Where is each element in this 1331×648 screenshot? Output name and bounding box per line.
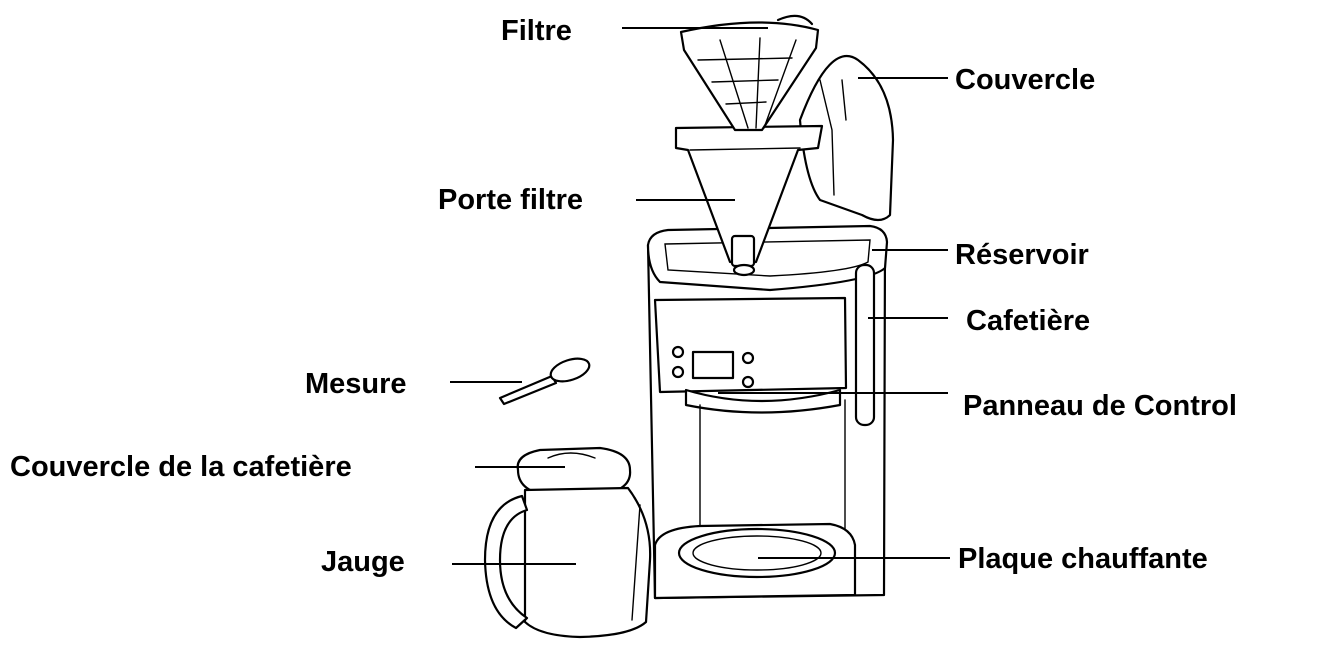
filter-mesh — [697, 57, 793, 61]
label-porte-filtre: Porte filtre — [438, 184, 583, 216]
filter-holder-valve — [732, 263, 756, 277]
lid-illustration — [798, 54, 895, 222]
leader-lines — [450, 27, 950, 565]
label-cafetiere: Cafetière — [966, 305, 1090, 337]
carafe-illustration — [483, 446, 652, 639]
filter-mesh — [725, 101, 767, 105]
filter-illustration — [679, 14, 820, 132]
lid-hinge — [819, 79, 835, 196]
filter-mesh — [719, 39, 749, 129]
label-couvercle: Couvercle — [955, 64, 1095, 96]
filter-holder-cone — [674, 124, 824, 264]
water-window — [854, 263, 876, 427]
label-filtre: Filtre — [501, 15, 572, 47]
warming-plate — [677, 527, 837, 579]
control-button — [671, 345, 685, 359]
label-mesure: Mesure — [305, 368, 407, 400]
carafe-handle — [483, 494, 529, 630]
control-button — [671, 365, 685, 379]
label-plaque: Plaque chauffante — [958, 543, 1208, 575]
carafe-gauge — [631, 504, 641, 621]
carafe-lid-detail — [547, 452, 596, 459]
filter-holder-rim — [689, 147, 801, 151]
spoon-handle — [498, 374, 558, 406]
label-panneau: Panneau de Control — [963, 390, 1237, 422]
coffee-machine-illustration — [646, 224, 889, 600]
reservoir-opening — [664, 239, 871, 277]
label-jauge: Jauge — [321, 546, 405, 578]
control-button — [741, 351, 755, 365]
filter-handle — [776, 14, 814, 26]
measuring-spoon-illustration — [498, 357, 591, 406]
filter-mesh — [755, 37, 761, 129]
filter-basket — [679, 21, 820, 132]
part-labels: Filtre Couvercle Porte filtre Réservoir … — [10, 15, 1237, 578]
warming-plate-ring — [692, 535, 822, 571]
lid-detail — [841, 79, 847, 121]
reservoir-rim — [646, 224, 889, 292]
control-display — [691, 350, 735, 380]
spoon-bowl — [549, 357, 591, 383]
control-button — [741, 375, 755, 389]
lid-shape — [798, 54, 895, 222]
label-couvercle-cafetiere: Couvercle de la cafetière — [10, 451, 352, 483]
filter-holder-spout — [730, 234, 756, 268]
label-reservoir: Réservoir — [955, 239, 1089, 271]
filter-mesh — [711, 79, 779, 83]
filter-holder-illustration — [674, 124, 824, 277]
drip-head — [684, 388, 842, 414]
filter-mesh — [763, 39, 797, 129]
carafe-body — [523, 486, 652, 639]
